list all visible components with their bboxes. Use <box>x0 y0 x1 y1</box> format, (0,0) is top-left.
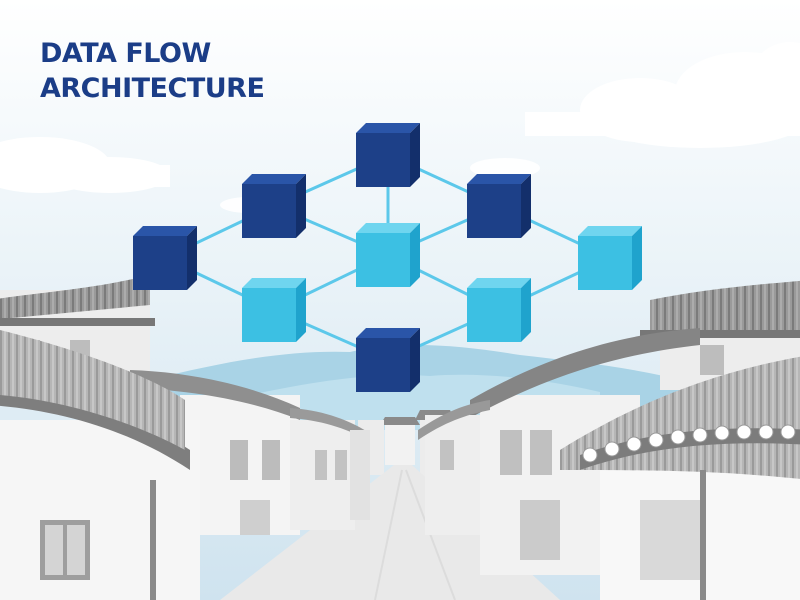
network-cubes <box>133 123 642 392</box>
left-house-near-center <box>290 408 370 530</box>
page-title: DATA FLOW ARCHITECTURE <box>40 36 265 106</box>
right-house-main <box>560 356 800 600</box>
cube-node-center <box>356 223 420 287</box>
cube-node-top <box>356 123 420 187</box>
cube-node-bottom <box>356 328 420 392</box>
cloud-right <box>525 42 800 148</box>
cube-node-upper-left <box>242 174 306 238</box>
cube-node-left <box>133 226 197 290</box>
cube-node-lower-right <box>467 278 531 342</box>
right-house-near-center <box>418 400 490 535</box>
title-line-2: ARCHITECTURE <box>40 73 265 104</box>
cube-node-right <box>578 226 642 290</box>
cube-node-lower-left <box>242 278 306 342</box>
title-line-1: DATA FLOW <box>40 38 211 69</box>
cloud-left <box>0 137 170 193</box>
cube-node-upper-right <box>467 174 531 238</box>
left-house-main <box>0 330 200 600</box>
